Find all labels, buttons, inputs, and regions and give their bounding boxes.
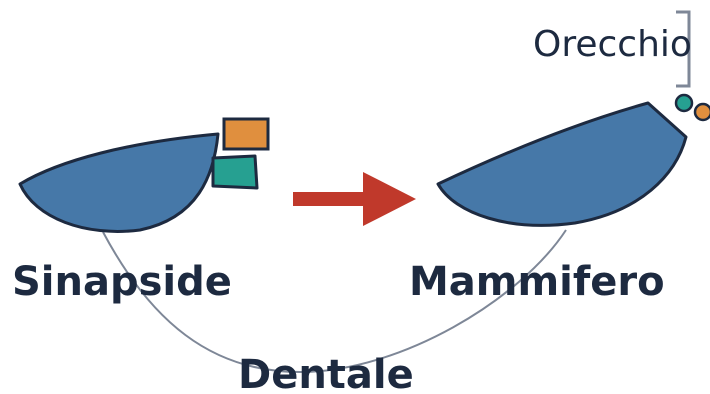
ear-label: Orecchio [533, 24, 692, 65]
dentale-connector-curve [102, 229, 567, 374]
dentale-label: Dentale [238, 352, 414, 394]
transition-arrow [293, 172, 416, 226]
synapsid-orange-bone [222, 117, 270, 151]
synapsid-label: Sinapside [12, 259, 232, 305]
mammal-label: Mammifero [409, 259, 665, 305]
arrow-shaft [293, 192, 371, 206]
mammal-jaw-shape [436, 101, 688, 227]
synapsid-jaw-shape [18, 132, 220, 233]
ear-orange-ossicle [693, 102, 710, 122]
ear-teal-ossicle [674, 93, 694, 113]
ear-bracket [676, 10, 691, 88]
arrow-head [363, 172, 416, 226]
synapsid-teal-bone [211, 154, 259, 190]
